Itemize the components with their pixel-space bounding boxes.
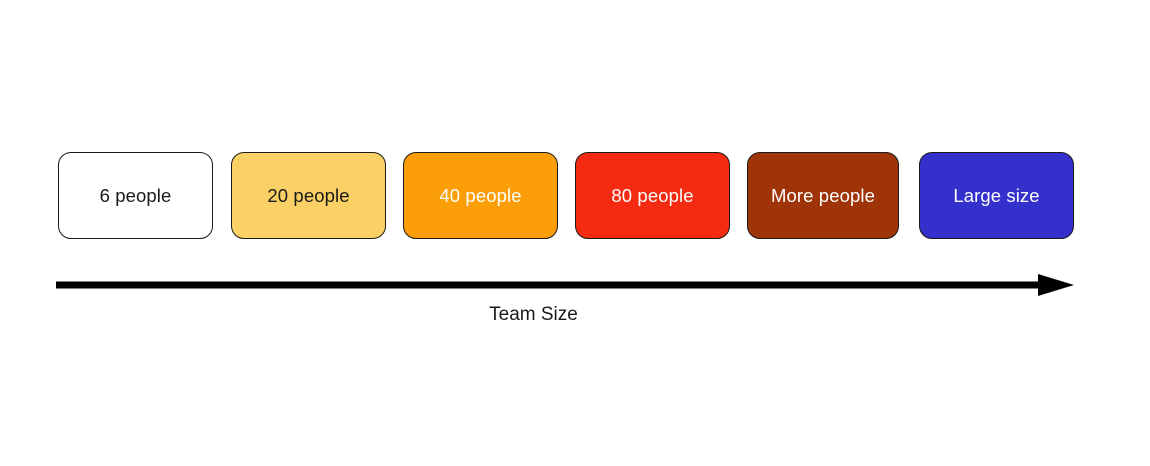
stage-box-3: 40 people xyxy=(403,152,558,239)
axis-label: Team Size xyxy=(489,304,578,325)
stage-label: 20 people xyxy=(267,184,350,206)
stage-box-2: 20 people xyxy=(231,152,386,239)
stage-label: More people xyxy=(771,184,875,206)
stage-box-6: Large size xyxy=(919,152,1074,239)
stage-label: 80 people xyxy=(611,184,694,206)
stage-box-4: 80 people xyxy=(575,152,730,239)
stage-box-5: More people xyxy=(747,152,899,239)
stage-label: 40 people xyxy=(439,184,522,206)
stage-label: Large size xyxy=(953,184,1040,206)
axis-arrow-icon xyxy=(56,274,1074,296)
stage-box-1: 6 people xyxy=(58,152,213,239)
stage-label: 6 people xyxy=(99,184,172,206)
